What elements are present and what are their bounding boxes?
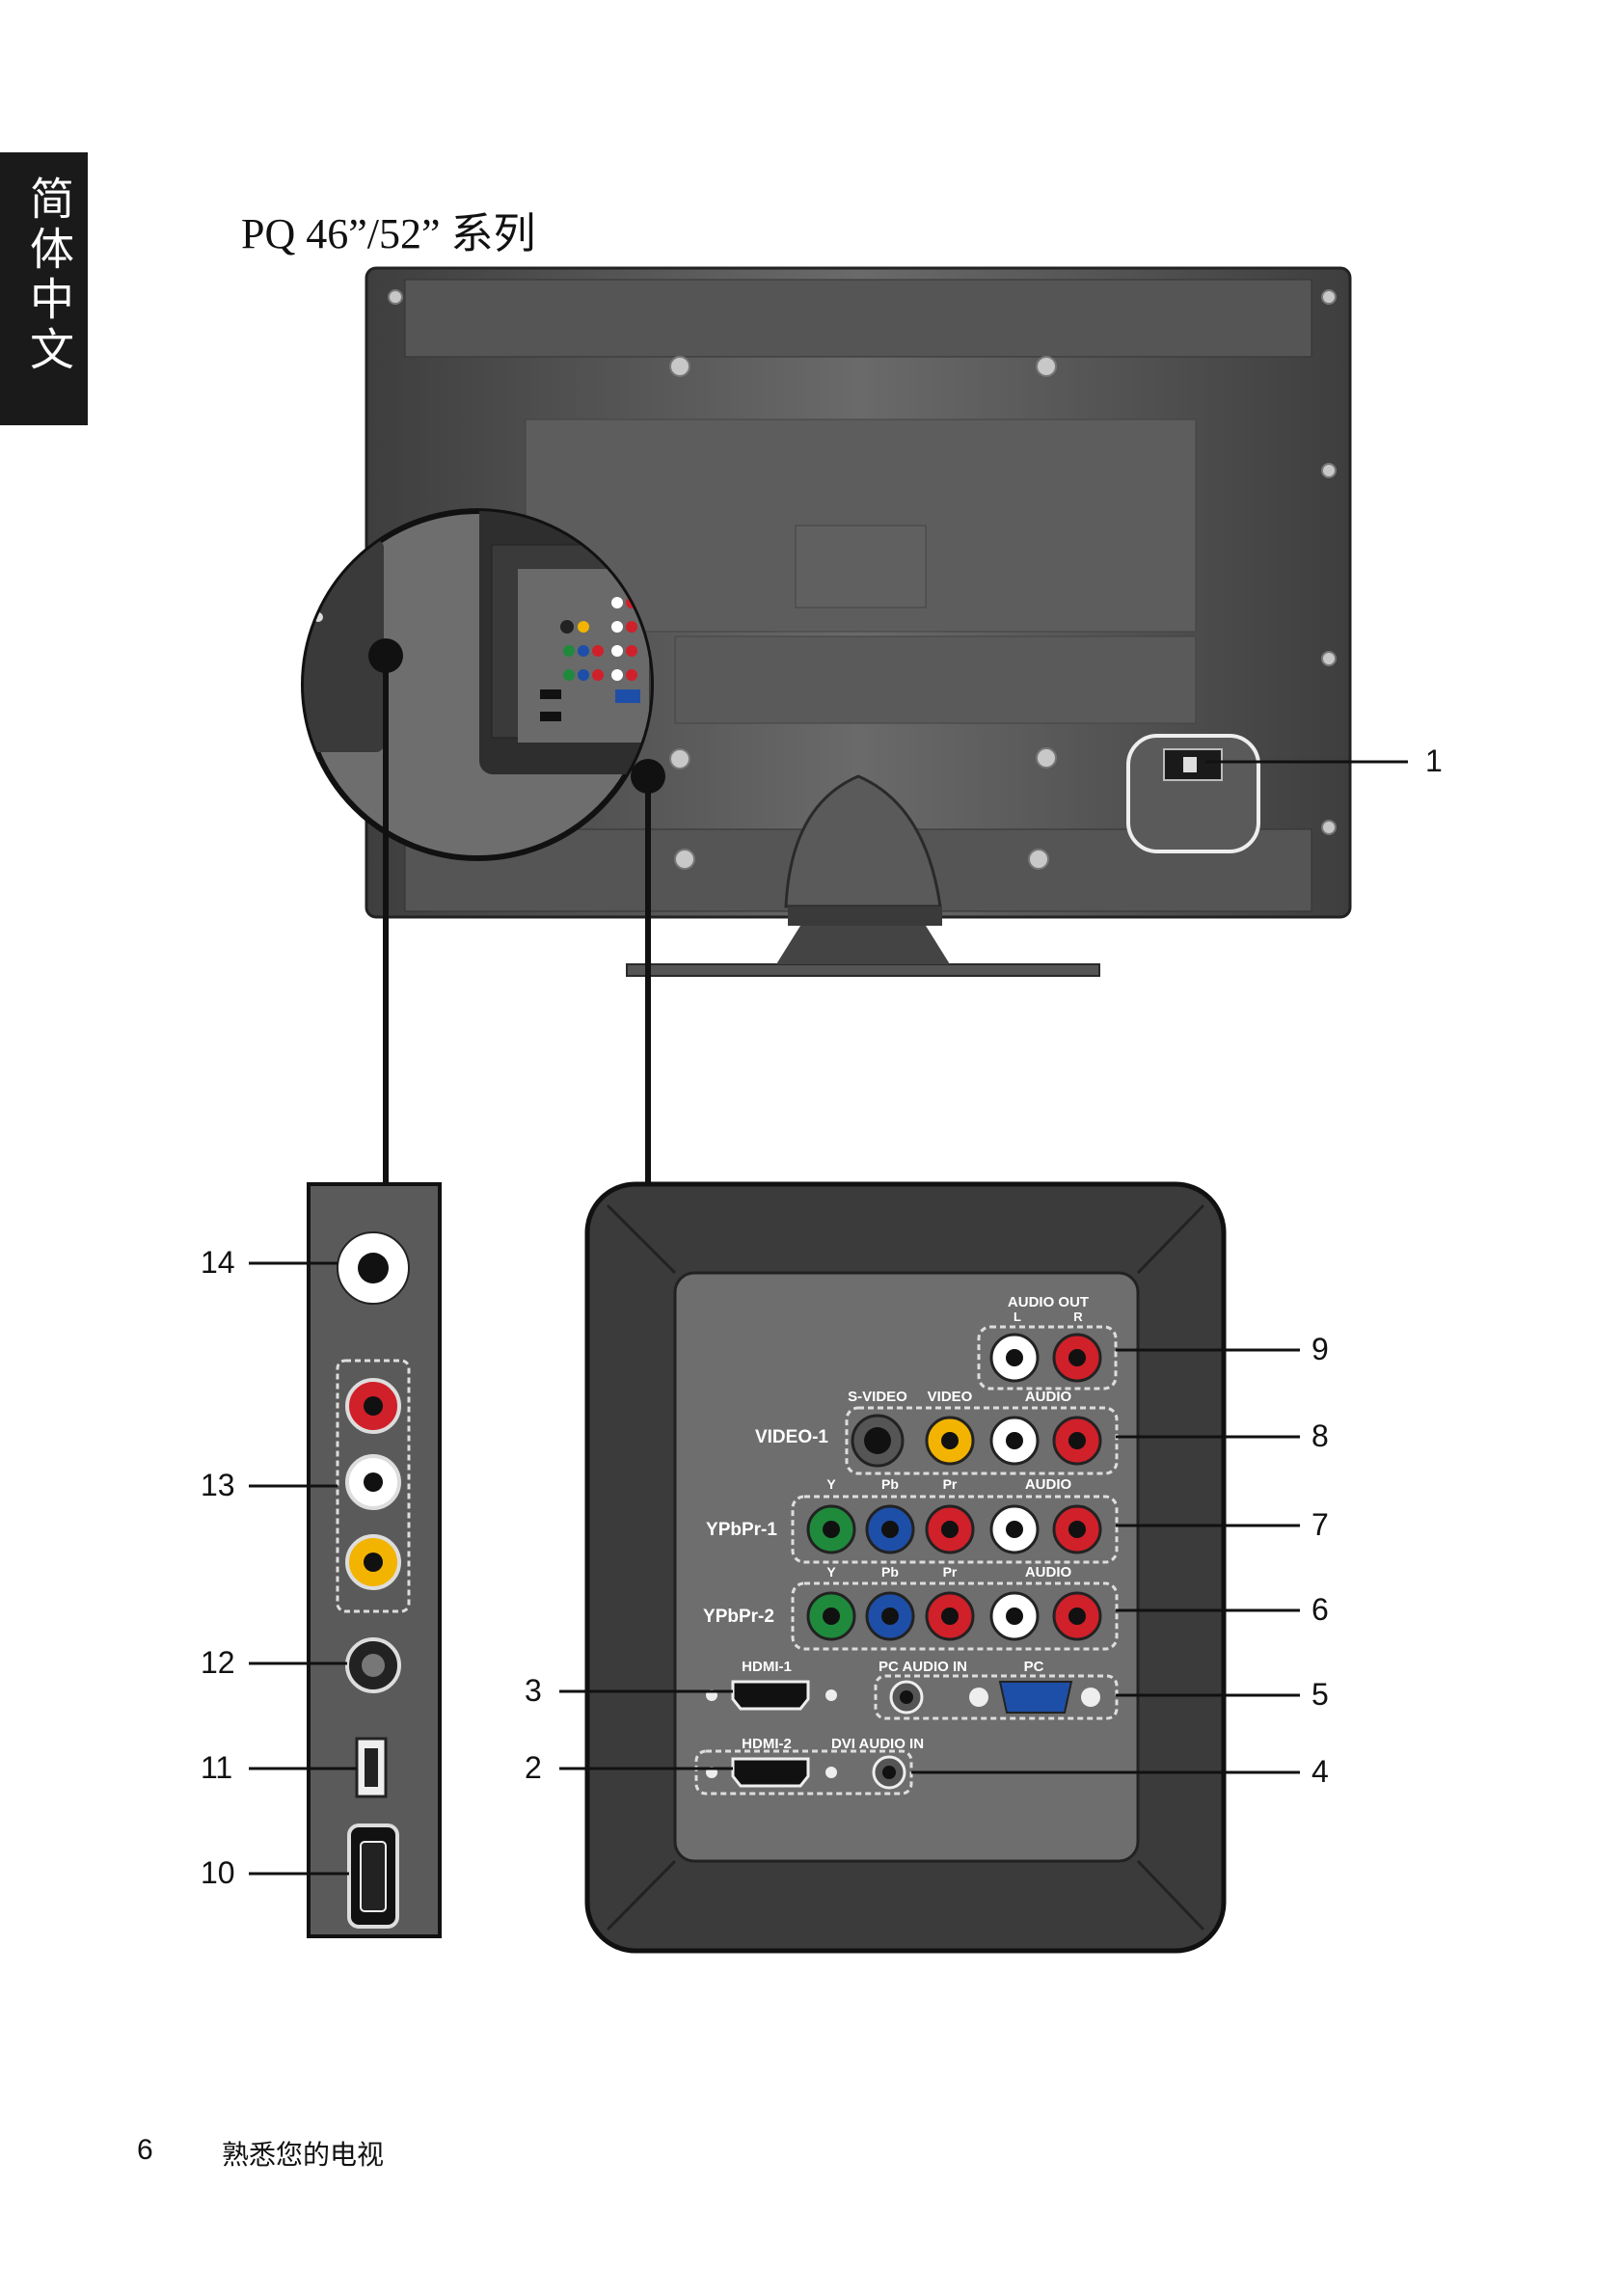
callout-14: 14 [201, 1245, 235, 1280]
audio-out-r-label: R [1073, 1310, 1083, 1324]
ypbpr1-y-label: Y [826, 1476, 836, 1492]
callout-4: 4 [1311, 1754, 1329, 1789]
callout-13: 13 [201, 1468, 235, 1502]
video-label: VIDEO [928, 1389, 973, 1405]
pc-audio-in-label: PC AUDIO IN [879, 1659, 967, 1675]
ypbpr2-pr-label: Pr [943, 1564, 958, 1580]
audio-out-l-label: L [1014, 1310, 1021, 1324]
callout-lines [249, 760, 1408, 1876]
callout-10: 10 [201, 1855, 235, 1890]
pc-label: PC [1024, 1659, 1044, 1675]
ypbpr1-pr-label: Pr [943, 1476, 958, 1492]
page-number: 6 [137, 2134, 153, 2166]
callout-3: 3 [525, 1673, 542, 1708]
callout-numbers: 1 9 8 7 6 5 4 3 2 14 13 12 11 10 [201, 743, 1443, 1890]
s-video-label: S-VIDEO [848, 1389, 907, 1405]
ypbpr2-y-label: Y [826, 1564, 836, 1580]
ypbpr1-pb-label: Pb [881, 1476, 899, 1492]
language-tab-label: 简体中文 [23, 176, 75, 376]
main-connector-panel: AUDIO OUT L R S-VIDEO VIDEO AUDIO VIDEO-… [584, 1181, 1227, 1954]
callout-8: 8 [1311, 1418, 1329, 1453]
ypbpr2-audio-label: AUDIO [1025, 1564, 1072, 1580]
callout-12: 12 [201, 1645, 235, 1680]
language-tab: 简体中文 [0, 152, 88, 425]
page-title: PQ 46”/52” 系列 [241, 210, 536, 257]
leader-lines [383, 656, 651, 1184]
audio-out-label: AUDIO OUT [1008, 1294, 1089, 1310]
callout-7: 7 [1311, 1507, 1329, 1542]
callout-11: 11 [201, 1750, 232, 1785]
ypbpr1-label: YPbPr-1 [706, 1520, 777, 1540]
video1-label: VIDEO-1 [755, 1427, 828, 1447]
hdmi2-label: HDMI-2 [742, 1736, 792, 1752]
side-av-jacks [345, 1378, 401, 1590]
callout-5: 5 [1311, 1677, 1329, 1712]
ypbpr1-audio-label: AUDIO [1025, 1476, 1072, 1493]
ypbpr2-pb-label: Pb [881, 1564, 899, 1580]
hdmi1-label: HDMI-1 [742, 1659, 792, 1675]
side-connector-panel [307, 1182, 442, 1938]
video1-audio-label: AUDIO [1025, 1389, 1072, 1405]
callout-6: 6 [1311, 1592, 1329, 1627]
callout-9: 9 [1311, 1332, 1329, 1366]
callout-2: 2 [525, 1750, 542, 1785]
footer-section-title: 熟悉您的电视 [222, 2139, 385, 2171]
ypbpr2-label: YPbPr-2 [703, 1607, 774, 1627]
callout-1: 1 [1425, 743, 1443, 778]
dvi-audio-in-label: DVI AUDIO IN [831, 1736, 924, 1752]
